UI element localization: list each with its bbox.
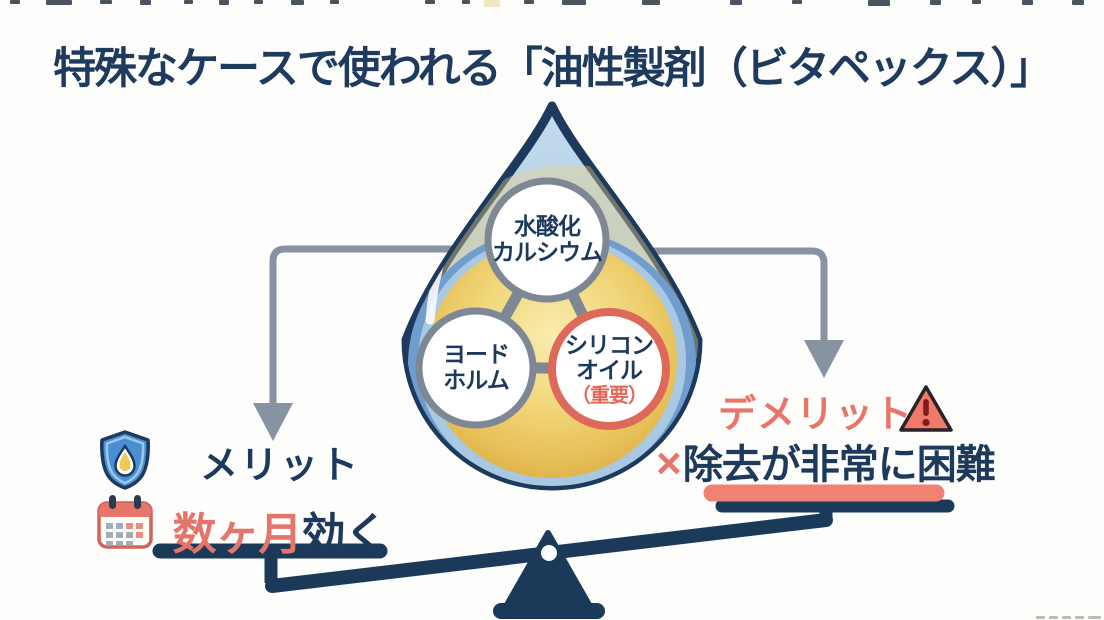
watermark-fragment: [1036, 616, 1101, 619]
seesaw: [152, 484, 955, 619]
importance-note: （重要）: [571, 385, 648, 408]
merit-arrow: [253, 245, 452, 441]
merit-block: メリット 数ヶ月効く: [135, 434, 425, 562]
page-title: 特殊なケースで使われる「油性製剤（ビタペックス）」: [53, 45, 1053, 93]
merit-duration: 数ヶ月効く: [135, 498, 425, 562]
calendar-icon: [97, 495, 153, 549]
circle-silicone-oil: [548, 308, 670, 430]
label-silicone-oil: シリコン オイル （重要）: [565, 331, 654, 408]
shield-droplet-icon: [100, 430, 150, 490]
cross-mark: ×: [656, 439, 682, 488]
circle-iodoform: [415, 307, 537, 429]
demerit-statement-text: 除去が非常に困難: [682, 443, 996, 487]
merit-heading: メリット: [199, 445, 360, 487]
label-calcium-hydroxide: 水酸化 カルシウム: [492, 213, 603, 265]
label-iodoform: ヨード ホルム: [443, 341, 510, 393]
merit-duration-highlight: 数ヶ月: [172, 510, 303, 559]
merit-duration-rest: 効く: [301, 510, 389, 559]
warning-triangle-icon: [899, 385, 953, 432]
fulcrum-pivot-hole: [541, 545, 557, 561]
circle-calcium-hydroxide: [484, 177, 610, 303]
oil-droplet: [401, 101, 703, 491]
demerit-statement: ×除去が非常に困難: [656, 432, 996, 490]
demerit-arrow: [652, 247, 844, 378]
demerit-heading: デメリット: [718, 394, 914, 436]
